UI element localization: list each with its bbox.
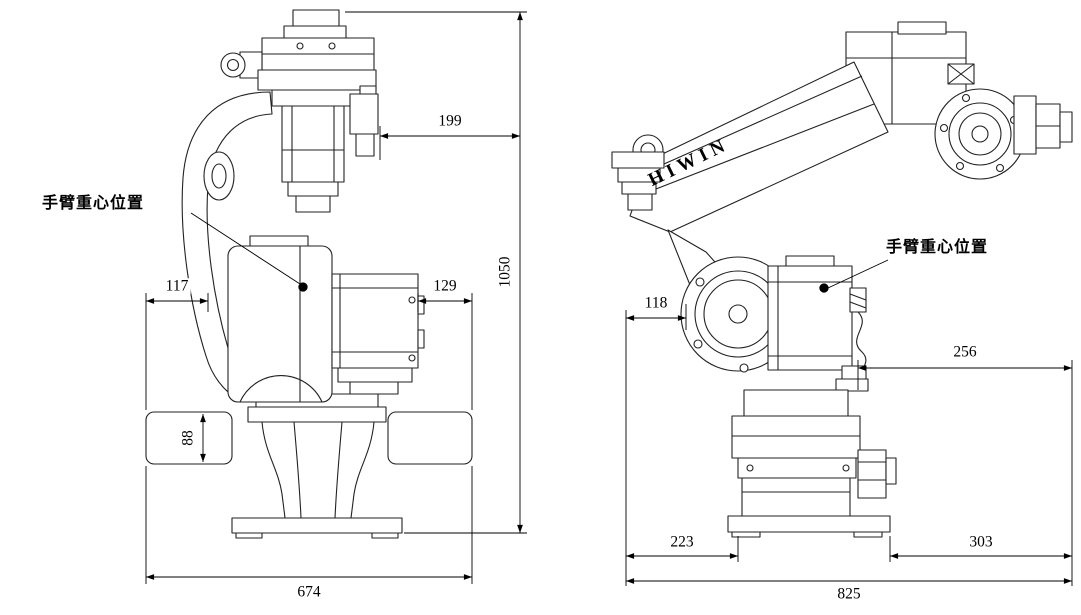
dim-label-88: 88 — [179, 428, 197, 448]
cog-label-right: 手臂重心位置 — [886, 239, 989, 256]
left-robot-motor-box — [331, 273, 425, 395]
left-dimensions — [145, 11, 527, 584]
dim-label-129: 129 — [431, 277, 459, 295]
left-robot-link-body — [227, 235, 333, 403]
cog-label-left: 手臂重心位置 — [42, 195, 145, 212]
left-robot-drawing — [145, 9, 473, 539]
right-robot-drawing — [611, 21, 1073, 538]
right-robot-main-joint — [680, 256, 796, 373]
left-robot-wrist-assembly — [220, 9, 379, 213]
right-robot-wrist-joint — [934, 88, 1073, 180]
dim-label-199: 199 — [436, 112, 464, 130]
dim-label-117: 117 — [163, 277, 191, 295]
right-robot-base — [727, 389, 897, 538]
cog-dot-right — [819, 283, 829, 293]
right-robot-forearm — [629, 61, 889, 233]
left-robot-base — [231, 393, 403, 539]
cog-leader-line-left — [190, 212, 301, 285]
cog-dot-left — [298, 282, 308, 292]
dim-label-118: 118 — [642, 294, 670, 312]
dim-label-303: 303 — [967, 533, 995, 551]
right-robot-tool — [611, 134, 665, 211]
dim-label-256: 256 — [951, 343, 979, 361]
right-dimensions — [625, 259, 1073, 586]
dim-label-674: 674 — [295, 583, 323, 601]
dim-label-825: 825 — [835, 585, 863, 603]
left-robot-pads — [145, 411, 473, 465]
dim-label-223: 223 — [668, 533, 696, 551]
cog-leader-line-right — [827, 259, 889, 289]
dim-label-1050: 1050 — [496, 254, 514, 290]
